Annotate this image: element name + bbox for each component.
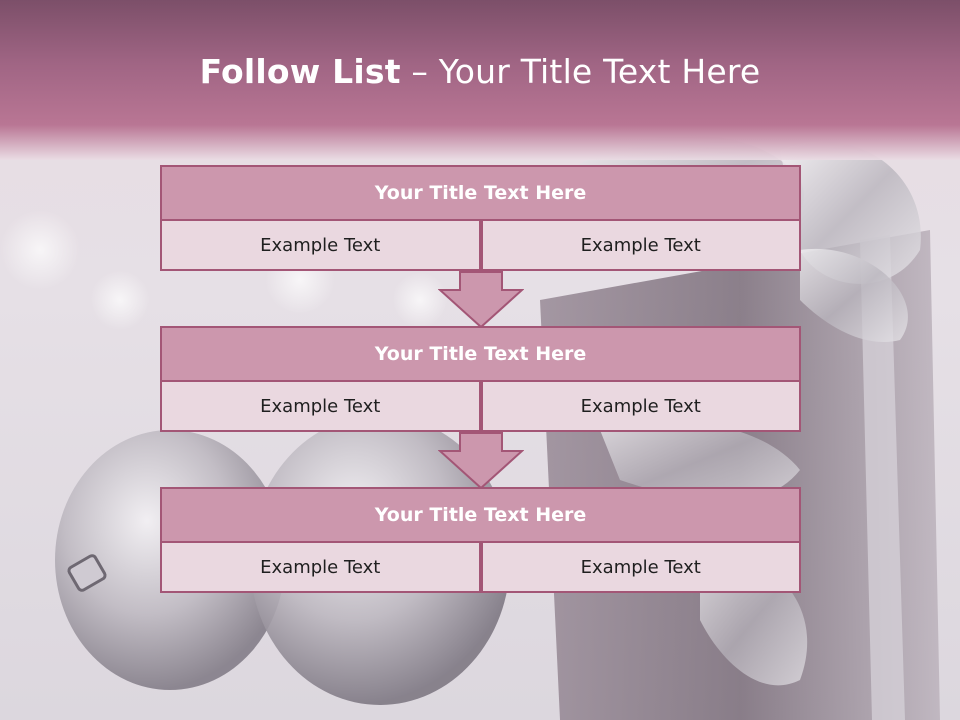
step-row-1: Example Text Example Text bbox=[160, 221, 801, 271]
step-row-3: Example Text Example Text bbox=[160, 543, 801, 593]
step-1-left-cell: Example Text bbox=[160, 221, 481, 271]
slide-title: Follow List – Your Title Text Here bbox=[0, 52, 960, 91]
step-3-left-cell: Example Text bbox=[160, 543, 481, 593]
step-block-1: Your Title Text Here Example Text Exampl… bbox=[160, 165, 801, 271]
step-block-3: Your Title Text Here Example Text Exampl… bbox=[160, 487, 801, 593]
slide-title-rest: – Your Title Text Here bbox=[411, 52, 761, 91]
title-banner bbox=[0, 0, 960, 160]
step-title-2: Your Title Text Here bbox=[160, 326, 801, 382]
step-block-2: Your Title Text Here Example Text Exampl… bbox=[160, 326, 801, 432]
down-arrow-icon bbox=[438, 432, 524, 490]
step-3-right-cell: Example Text bbox=[480, 543, 801, 593]
step-title-1: Your Title Text Here bbox=[160, 165, 801, 221]
step-title-3: Your Title Text Here bbox=[160, 487, 801, 543]
step-2-right-cell: Example Text bbox=[480, 382, 801, 432]
step-row-2: Example Text Example Text bbox=[160, 382, 801, 432]
down-arrow-icon bbox=[438, 271, 524, 329]
step-1-right-cell: Example Text bbox=[480, 221, 801, 271]
slide-title-bold: Follow List bbox=[199, 52, 401, 91]
step-2-left-cell: Example Text bbox=[160, 382, 481, 432]
